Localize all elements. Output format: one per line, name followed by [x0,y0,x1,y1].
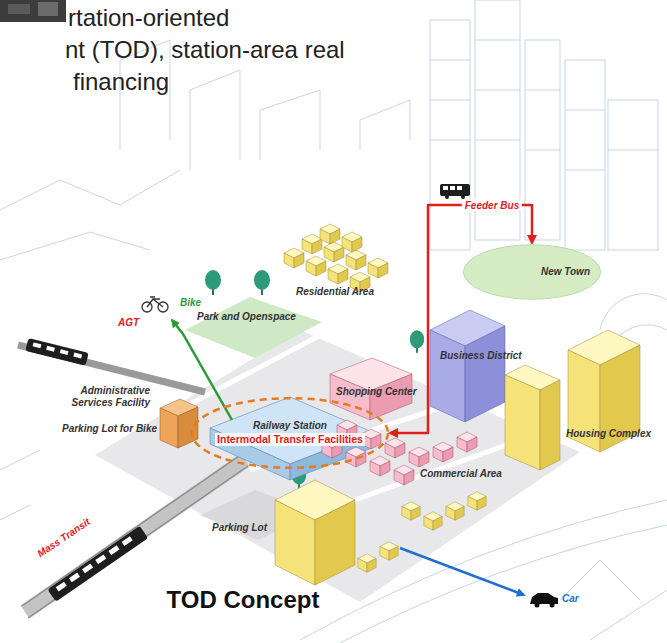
zone-label: Intermodal Transfer Facilities [215,433,365,446]
heading-fragment: financing [73,68,169,97]
feeder-bus-route [390,205,532,433]
facility-label: Parking Lot for Bike [62,423,157,435]
route-label: Car [562,593,579,605]
area-label: Commercial Area [420,468,502,480]
facility-label: Administrative Services Facility [60,385,150,408]
area-label: Housing Complex [566,428,651,440]
area-label: New Town [541,266,602,279]
new-town-ellipse: New Town [462,243,602,301]
transit-label: Mass Transit [35,516,92,560]
facility-label: Parking Lot [212,522,267,534]
heading-fragment: rtation-oriented [68,4,229,33]
area-label: Park and Openspace [197,311,296,323]
station-label: Railway Station [253,420,327,433]
area-label: Residential Area [296,286,374,298]
transfer-zone: Railway StationIntermodal Transfer Facil… [190,396,390,470]
area-label: Business District [440,350,522,362]
diagram-caption: TOD Concept [167,586,320,614]
area-label: Shopping Center [336,386,417,398]
transit-label: AGT [118,317,139,329]
route-label: Bike [180,297,201,309]
heading-fragment: nt (TOD), station-area real [65,36,345,65]
edge-label: Feeder Bus [462,200,522,211]
